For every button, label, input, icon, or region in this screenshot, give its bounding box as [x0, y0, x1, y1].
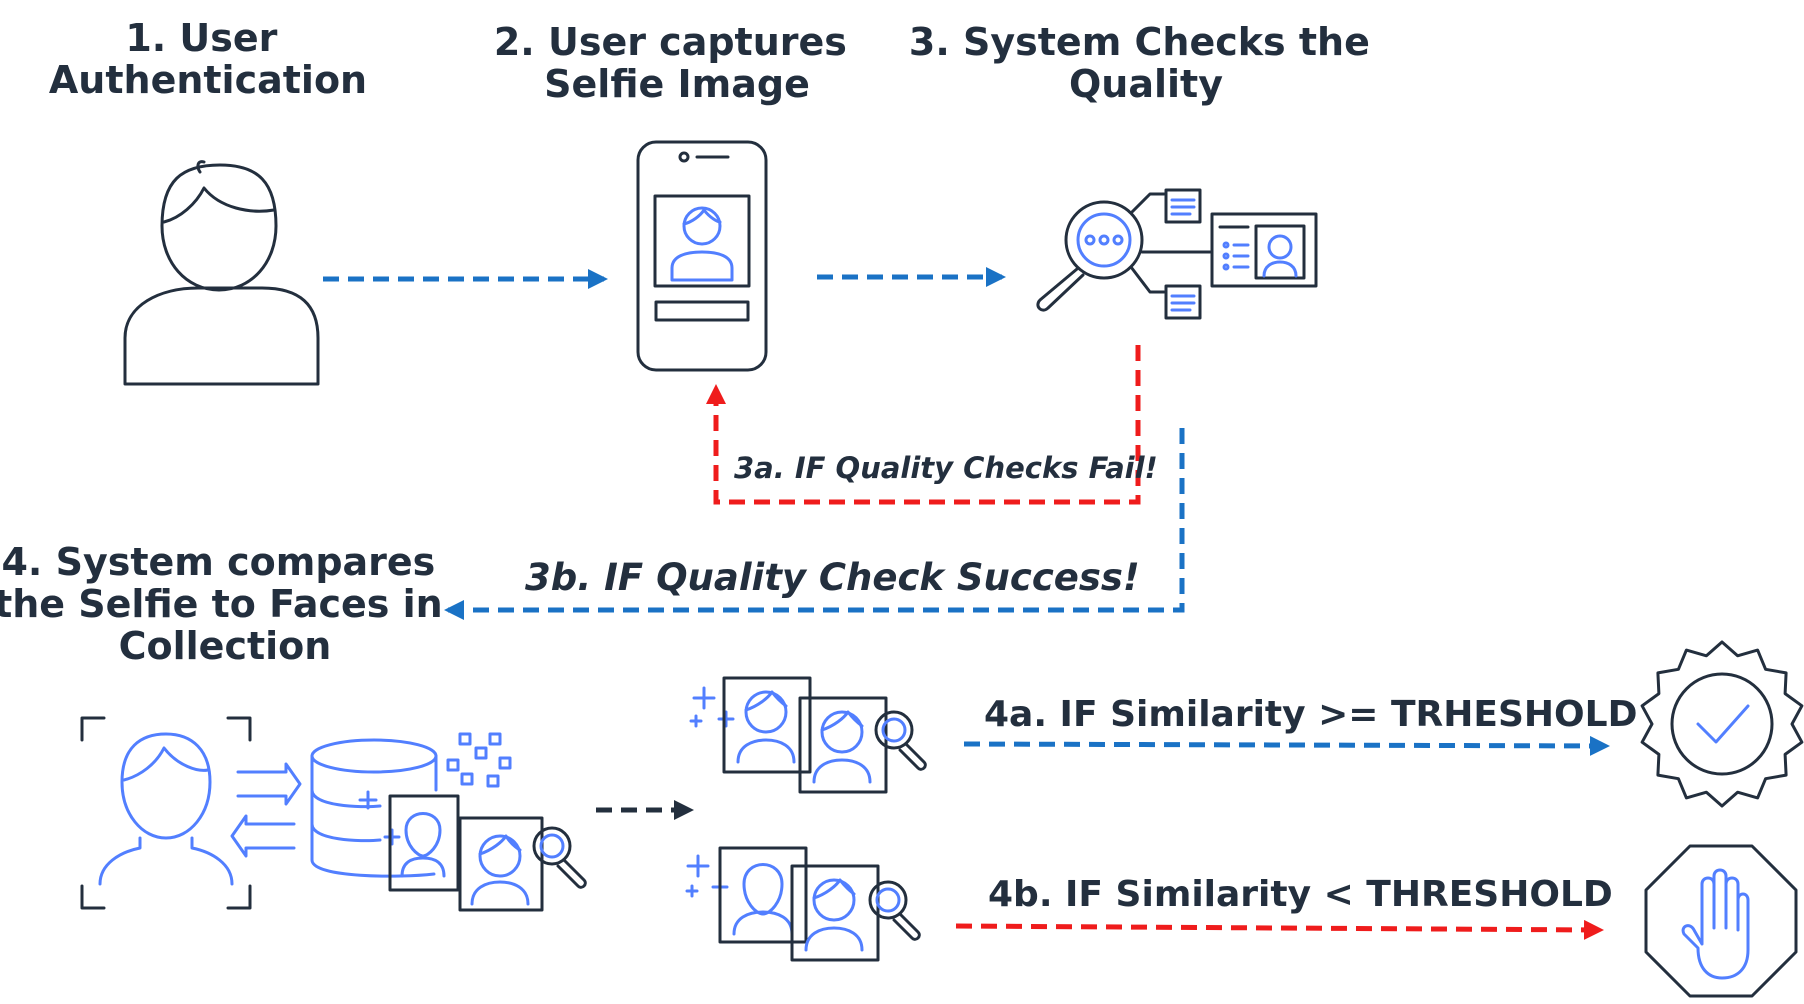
stop-hand-icon: [1644, 844, 1798, 998]
flow-arrow-nomatch: [955, 919, 1604, 940]
step-3-title: 3. System Checks the Quality: [909, 20, 1383, 106]
face-collection-database-icon: [310, 732, 512, 878]
branch-label-similarity-nomatch: 4b. IF Similarity < THRESHOLD: [988, 874, 1613, 915]
branch-label-similarity-match: 4a. IF Similarity >= TRHESHOLD: [984, 694, 1637, 735]
face-scan-icon: [80, 716, 252, 910]
mobile-selfie-icon: [636, 140, 768, 372]
flow-arrow-quality-fail: [706, 345, 1141, 505]
user-icon: [123, 160, 320, 386]
step-1-title: 1. User Authentication: [49, 16, 367, 102]
quality-check-icon: [1036, 188, 1318, 320]
approved-badge-icon: [1640, 640, 1804, 808]
exchange-arrows-icon: [230, 762, 302, 858]
branch-label-quality-success: 3b. IF Quality Check Success!: [525, 556, 1140, 599]
flow-arrow-quality-success: [444, 428, 1185, 620]
branch-label-quality-fail: 3a. IF Quality Checks Fail!: [734, 451, 1158, 485]
flow-arrow-match: [963, 735, 1610, 756]
collection-face-cards-icon: [388, 794, 587, 912]
step-4-title: 4. System compares the Selfie to Faces i…: [0, 540, 456, 668]
step-2-title: 2. User captures Selfie Image: [494, 20, 860, 106]
unmatched-faces-icon: [685, 846, 921, 962]
matched-faces-icon: [689, 676, 927, 794]
